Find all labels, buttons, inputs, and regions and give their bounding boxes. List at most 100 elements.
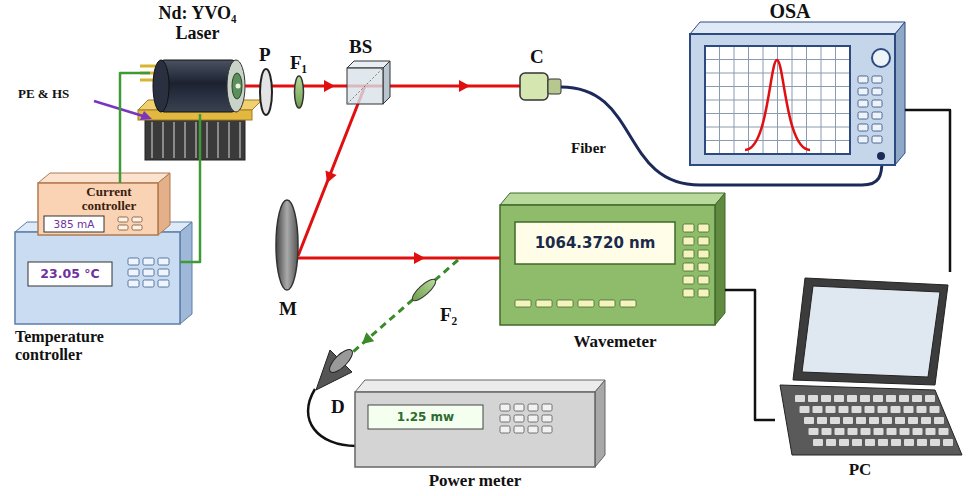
pointer-arrowhead — [140, 111, 152, 120]
key — [878, 406, 888, 413]
key — [943, 439, 953, 446]
part-label: PE & HS — [18, 86, 69, 102]
button — [698, 224, 709, 232]
filter — [410, 276, 439, 304]
key — [813, 406, 823, 413]
button — [128, 258, 139, 265]
beam-splitter — [347, 61, 390, 104]
key — [899, 395, 909, 402]
callout-letter: D — [331, 396, 345, 418]
button — [698, 237, 709, 245]
photo-detector — [316, 346, 356, 390]
button — [500, 426, 510, 433]
key — [926, 428, 936, 435]
mirror — [276, 200, 298, 290]
split-beam — [346, 260, 458, 358]
temperature-controller-body — [15, 222, 192, 324]
device-name: Current controller — [63, 185, 155, 213]
button — [698, 250, 709, 258]
key — [839, 406, 849, 413]
button — [132, 225, 142, 230]
button — [683, 237, 694, 245]
button — [578, 300, 594, 307]
current-controller: Current controller385 mA — [38, 183, 158, 235]
callout-letter: P — [259, 44, 271, 66]
key — [891, 406, 901, 413]
key — [809, 428, 819, 435]
button — [118, 225, 128, 230]
laser-head — [140, 60, 245, 112]
button — [542, 426, 552, 433]
key — [800, 406, 810, 413]
key — [835, 428, 845, 435]
display-reading: 1064.3720 nm — [515, 222, 675, 264]
button — [599, 300, 615, 307]
key — [882, 417, 892, 424]
beam-arrowhead — [324, 80, 335, 92]
button — [858, 100, 868, 107]
button — [683, 289, 694, 297]
key — [865, 406, 875, 413]
key — [925, 395, 935, 402]
key — [830, 417, 840, 424]
button — [557, 300, 573, 307]
button — [514, 426, 524, 433]
key — [822, 428, 832, 435]
button — [858, 136, 868, 143]
key — [878, 439, 888, 446]
key — [839, 439, 849, 446]
key — [813, 439, 823, 446]
key — [917, 439, 927, 446]
button — [514, 415, 524, 422]
key — [826, 439, 836, 446]
button — [683, 224, 694, 232]
callout-letter: F₂ — [440, 304, 457, 326]
button — [872, 124, 882, 131]
part-label: Fiber — [571, 140, 606, 157]
key — [860, 395, 870, 402]
filter — [295, 76, 304, 108]
button — [528, 415, 538, 422]
button — [858, 88, 868, 95]
cable-connector — [180, 114, 200, 262]
button — [858, 124, 868, 131]
current-controller-body — [38, 173, 170, 235]
cable-connector — [120, 73, 150, 183]
key — [904, 439, 914, 446]
key — [913, 428, 923, 435]
osa-body — [690, 22, 905, 165]
key — [934, 417, 944, 424]
button — [143, 269, 154, 276]
key — [847, 395, 857, 402]
key — [856, 417, 866, 424]
button — [158, 280, 169, 287]
button — [683, 250, 694, 258]
key — [887, 428, 897, 435]
temperature-controller: 23.05 °CTemperature controller — [15, 232, 180, 324]
button — [143, 258, 154, 265]
key — [848, 428, 858, 435]
key — [861, 428, 871, 435]
callout-letter: BS — [349, 36, 372, 58]
key — [795, 395, 805, 402]
key — [908, 417, 918, 424]
key — [821, 395, 831, 402]
key — [826, 406, 836, 413]
device-title: Nd: YVO₄ Laser — [150, 3, 245, 43]
callout-letter: F₁ — [290, 52, 307, 74]
button — [683, 276, 694, 284]
button — [536, 300, 552, 307]
device-name: OSA — [740, 0, 840, 22]
button — [872, 112, 882, 119]
button — [528, 404, 538, 411]
power-meter: 1.25 mwPower meter — [355, 392, 605, 467]
device-name: Temperature controller — [15, 328, 133, 364]
key — [834, 395, 844, 402]
button — [872, 100, 882, 107]
key — [930, 406, 940, 413]
key — [869, 417, 879, 424]
display-reading: 1.25 mw — [368, 405, 483, 429]
key — [852, 439, 862, 446]
